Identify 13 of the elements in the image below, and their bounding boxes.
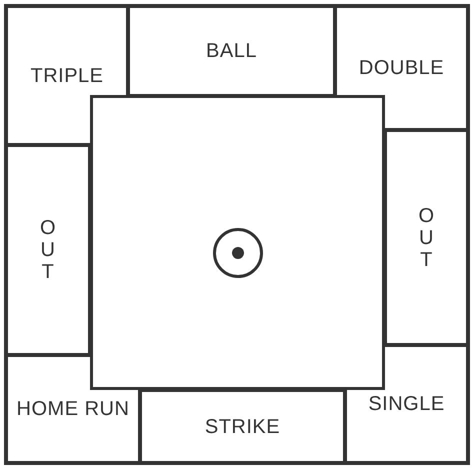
space-label: OUT bbox=[417, 204, 436, 270]
board-space bbox=[128, 6, 335, 96]
space-label: HOME RUN bbox=[16, 397, 130, 422]
space-label: DOUBLE bbox=[358, 56, 446, 81]
board-space bbox=[140, 390, 345, 463]
board-space bbox=[6, 145, 90, 355]
space-label: TRIPLE bbox=[29, 64, 105, 88]
space-label: SINGLE bbox=[367, 392, 446, 417]
space-label: STRIKE bbox=[204, 414, 282, 440]
board-space bbox=[385, 130, 468, 345]
space-label: BALL bbox=[205, 39, 258, 64]
space-label: OUT bbox=[38, 217, 58, 283]
center-square bbox=[90, 95, 385, 390]
